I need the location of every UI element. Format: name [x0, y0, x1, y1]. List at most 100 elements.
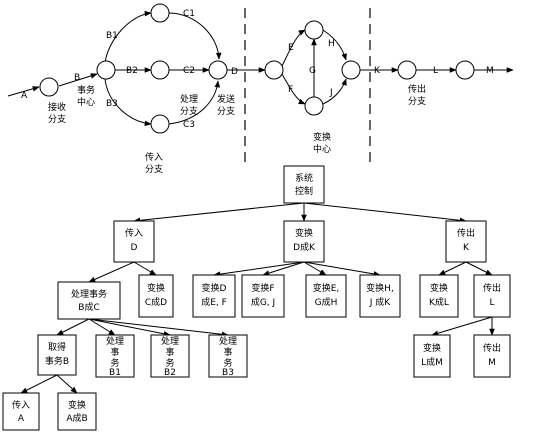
label-e: E [288, 43, 294, 53]
caption-incoming-line1: 传入 [145, 151, 163, 163]
edge-c1 [168, 12, 222, 60]
module-process-b1-line2: 事 [110, 346, 119, 358]
node-transaction-center [96, 60, 116, 80]
label-c3: C3 [183, 120, 195, 130]
module-incoming-d [113, 220, 155, 263]
module-transform-d-k-line2: D成K [293, 241, 316, 253]
link-trans-fg [262, 261, 305, 276]
label-m: M [486, 66, 494, 76]
caption-transform-line2: 中心 [313, 143, 331, 155]
link-trans-de [213, 261, 305, 277]
caption-center-line2: 中心 [77, 96, 95, 108]
module-transform-eg-h [305, 274, 347, 318]
module-get-transaction-b-line1: 取得 [48, 341, 66, 353]
module-process-b-c-line1: 处理事务 [71, 288, 107, 300]
label-c2: C2 [183, 66, 195, 76]
caption-outgoing-line1: 传出 [408, 83, 426, 95]
module-get-transaction-b [37, 334, 77, 376]
label-j: J [329, 88, 333, 98]
module-incoming-a-line1: 传入 [12, 399, 30, 411]
link-out-outl [465, 261, 493, 276]
label-b: B [74, 73, 80, 83]
module-process-b2-line2: 事 [165, 346, 174, 358]
link-trans-eg [303, 261, 327, 276]
label-k: K [374, 66, 381, 76]
module-outgoing-l-line1: 传出 [483, 282, 501, 294]
module-system-control [283, 165, 325, 204]
module-incoming-a-line2: A [18, 414, 25, 424]
module-transform-k-l-line2: K成L [429, 296, 449, 308]
label-d: D [231, 67, 238, 77]
module-process-b2-line4: B2 [164, 368, 176, 378]
edge-h [322, 29, 347, 61]
node-c1 [150, 3, 170, 23]
link-outl-lm [431, 316, 493, 336]
link-take-ina [20, 374, 58, 394]
module-transform-d-ef-line2: 成E, F [201, 296, 227, 308]
link-root-in [133, 202, 305, 224]
module-transform-a-b-line1: 变换 [68, 399, 86, 411]
link-proc-pb2 [88, 318, 171, 337]
module-outgoing-k-line2: K [463, 243, 470, 253]
link-root-out [303, 202, 467, 224]
node-c3 [150, 114, 170, 134]
module-process-b3 [208, 334, 248, 378]
node-d [264, 60, 284, 80]
node-c2 [150, 60, 170, 80]
module-transform-c-d [138, 274, 174, 318]
module-transform-f-gj [241, 274, 285, 318]
module-transform-k-l [419, 274, 459, 318]
link-proc-take [56, 318, 90, 336]
module-process-b1-line3: 务 [110, 357, 119, 369]
edge-j [322, 78, 347, 105]
module-transform-eg-h-line1: 变换E, [313, 282, 340, 294]
node-send [208, 60, 228, 80]
link-out-kl [438, 261, 467, 276]
node-receive [39, 77, 59, 97]
module-transform-a-b-line2: A成B [66, 412, 87, 424]
edge-f [281, 73, 306, 105]
caption-transform-line1: 变换 [313, 131, 331, 143]
label-c1: C1 [183, 9, 195, 19]
link-take-ab [56, 374, 78, 394]
module-transform-d-k [283, 220, 325, 263]
link-in-cd [133, 261, 157, 276]
module-outgoing-l-line2: L [489, 298, 494, 308]
caption-send-line2: 分支 [217, 105, 235, 117]
link-trans-hj [303, 261, 381, 277]
module-get-transaction-b-line2: 事务B [45, 355, 69, 367]
link-in-proc [88, 261, 135, 283]
module-process-b-c [57, 281, 121, 320]
module-outgoing-k-line1: 传出 [457, 227, 475, 239]
module-transform-d-k-line1: 变换 [295, 227, 313, 239]
edge-c3 [168, 80, 221, 125]
module-process-b2-line1: 处理 [161, 335, 179, 347]
module-system-control-line2: 控制 [295, 185, 313, 197]
module-process-b1-line1: 处理 [106, 335, 124, 347]
node-k [397, 60, 417, 80]
module-system-control-line1: 系统 [295, 172, 313, 184]
node-l [455, 60, 475, 80]
module-incoming-d-line2: D [131, 243, 138, 253]
module-transform-l-m-line2: L成M [421, 356, 443, 368]
edge-b [58, 73, 98, 87]
edge-e [281, 29, 306, 67]
module-transform-hj-k-line2: J 成K [369, 296, 392, 308]
module-process-b2-line3: 务 [165, 357, 174, 369]
caption-send-line1: 发送 [217, 93, 235, 105]
module-process-b-c-line2: B成C [78, 301, 99, 313]
module-incoming-d-line1: 传入 [125, 227, 143, 239]
label-l: L [433, 66, 438, 76]
caption-incoming-line2: 分支 [145, 163, 163, 175]
module-process-b3-line4: B3 [222, 368, 234, 378]
edge-b1 [104, 10, 152, 64]
module-outgoing-l [473, 274, 511, 318]
node-transform [341, 60, 361, 80]
module-transform-l-m-line1: 变换 [423, 342, 441, 354]
module-outgoing-k [445, 220, 487, 263]
caption-process-line2: 分支 [180, 105, 198, 117]
module-transform-k-l-line1: 变换 [430, 282, 448, 294]
module-transform-hj-k [359, 274, 401, 318]
module-transform-hj-k-line1: 变换H, [366, 282, 394, 294]
